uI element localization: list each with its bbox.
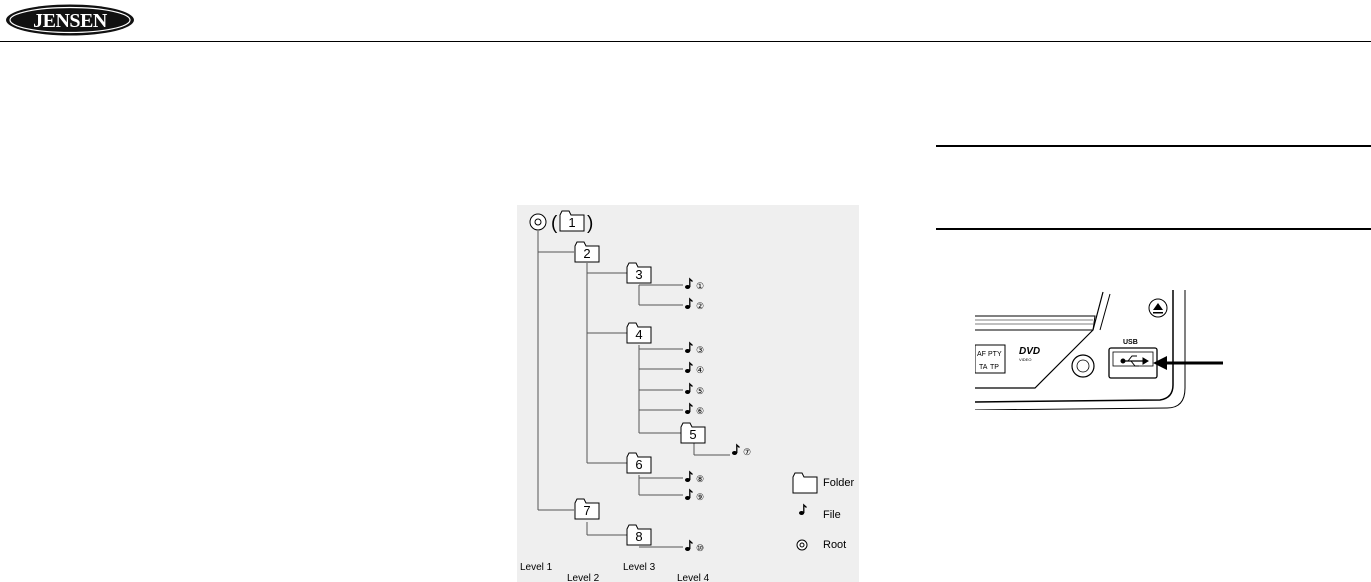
legend-file-label: File — [823, 509, 841, 521]
jensen-logo: JENSEN — [6, 4, 134, 36]
file-2: ② — [684, 298, 704, 311]
folder-5: 5 — [680, 422, 706, 444]
panel-buttons: AF PTY TA TP — [977, 351, 1002, 371]
folder-4: 4 — [626, 322, 652, 344]
file-8: ⑧ — [684, 471, 704, 484]
dvd-logo: DVD — [1019, 346, 1040, 357]
folder-2-label: 2 — [583, 246, 590, 261]
header-rule — [0, 41, 1371, 42]
file-4-label: ④ — [696, 365, 704, 375]
level-2-label: Level 2 — [567, 573, 600, 582]
file-9: ⑨ — [684, 489, 704, 502]
folder-3-label: 3 — [635, 267, 642, 282]
root-icon — [529, 213, 547, 231]
folder-1: 1 — [559, 210, 585, 232]
usb-port-illustration: AF PTY TA TP DVD VIDEO USB — [975, 290, 1223, 410]
af-label: AF — [977, 351, 986, 358]
eject-button — [1148, 298, 1168, 318]
legend-root-label: Root — [823, 539, 846, 551]
file-1: ① — [684, 278, 704, 291]
level-4-label: Level 4 — [677, 573, 710, 582]
folder-3: 3 — [626, 262, 652, 284]
tree-connectors — [537, 231, 730, 548]
file-6-label: ⑥ — [696, 406, 704, 416]
usb-icon — [1120, 355, 1149, 367]
file-3: ③ — [684, 342, 704, 355]
pty-label: PTY — [988, 351, 1002, 358]
level-1-label: Level 1 — [520, 562, 553, 573]
file-8-label: ⑧ — [696, 474, 704, 484]
folder-6: 6 — [626, 452, 652, 474]
file-5: ⑤ — [684, 383, 704, 396]
dvd-video-label: VIDEO — [1019, 357, 1031, 362]
svg-text:(: ( — [551, 213, 558, 234]
usb-label: USB — [1123, 339, 1138, 346]
legend-folder-icon — [792, 472, 818, 494]
file-2-label: ② — [696, 301, 704, 311]
logo-text: JENSEN — [33, 10, 108, 32]
file-7-label: ⑦ — [743, 447, 751, 457]
file-3-label: ③ — [696, 345, 704, 355]
file-5-label: ⑤ — [696, 386, 704, 396]
folder-8: 8 — [626, 524, 652, 546]
folder-tree-diagram: ( ) 1 2 3 4 5 6 7 8 ① ② ③ ④ ⑤ ⑥ ⑦ ⑧ ⑨ ⑩ … — [517, 205, 859, 582]
folder-4-label: 4 — [635, 327, 642, 342]
folder-7: 7 — [574, 498, 600, 520]
file-9-label: ⑨ — [696, 492, 704, 502]
file-7: ⑦ — [731, 444, 751, 457]
legend-file-icon — [798, 504, 808, 516]
section-rule-bottom — [936, 228, 1371, 230]
folder-1-label: 1 — [568, 215, 575, 230]
tp-label: TP — [990, 364, 999, 371]
section-rule-top — [936, 145, 1371, 147]
level-3-label: Level 3 — [623, 562, 656, 573]
legend-root-icon — [796, 539, 808, 551]
file-6: ⑥ — [684, 403, 704, 416]
folder-2: 2 — [574, 241, 600, 263]
file-4: ④ — [684, 362, 704, 375]
folder-6-label: 6 — [635, 457, 642, 472]
legend-folder-label: Folder — [823, 477, 855, 489]
svg-text:): ) — [587, 213, 593, 234]
file-1-label: ① — [696, 281, 704, 291]
folder-8-label: 8 — [635, 529, 642, 544]
folder-7-label: 7 — [583, 503, 590, 518]
file-10-label: ⑩ — [696, 543, 704, 553]
ta-label: TA — [979, 364, 988, 371]
folder-5-label: 5 — [689, 427, 696, 442]
insert-arrow-icon — [1153, 356, 1223, 370]
file-10: ⑩ — [684, 540, 704, 553]
